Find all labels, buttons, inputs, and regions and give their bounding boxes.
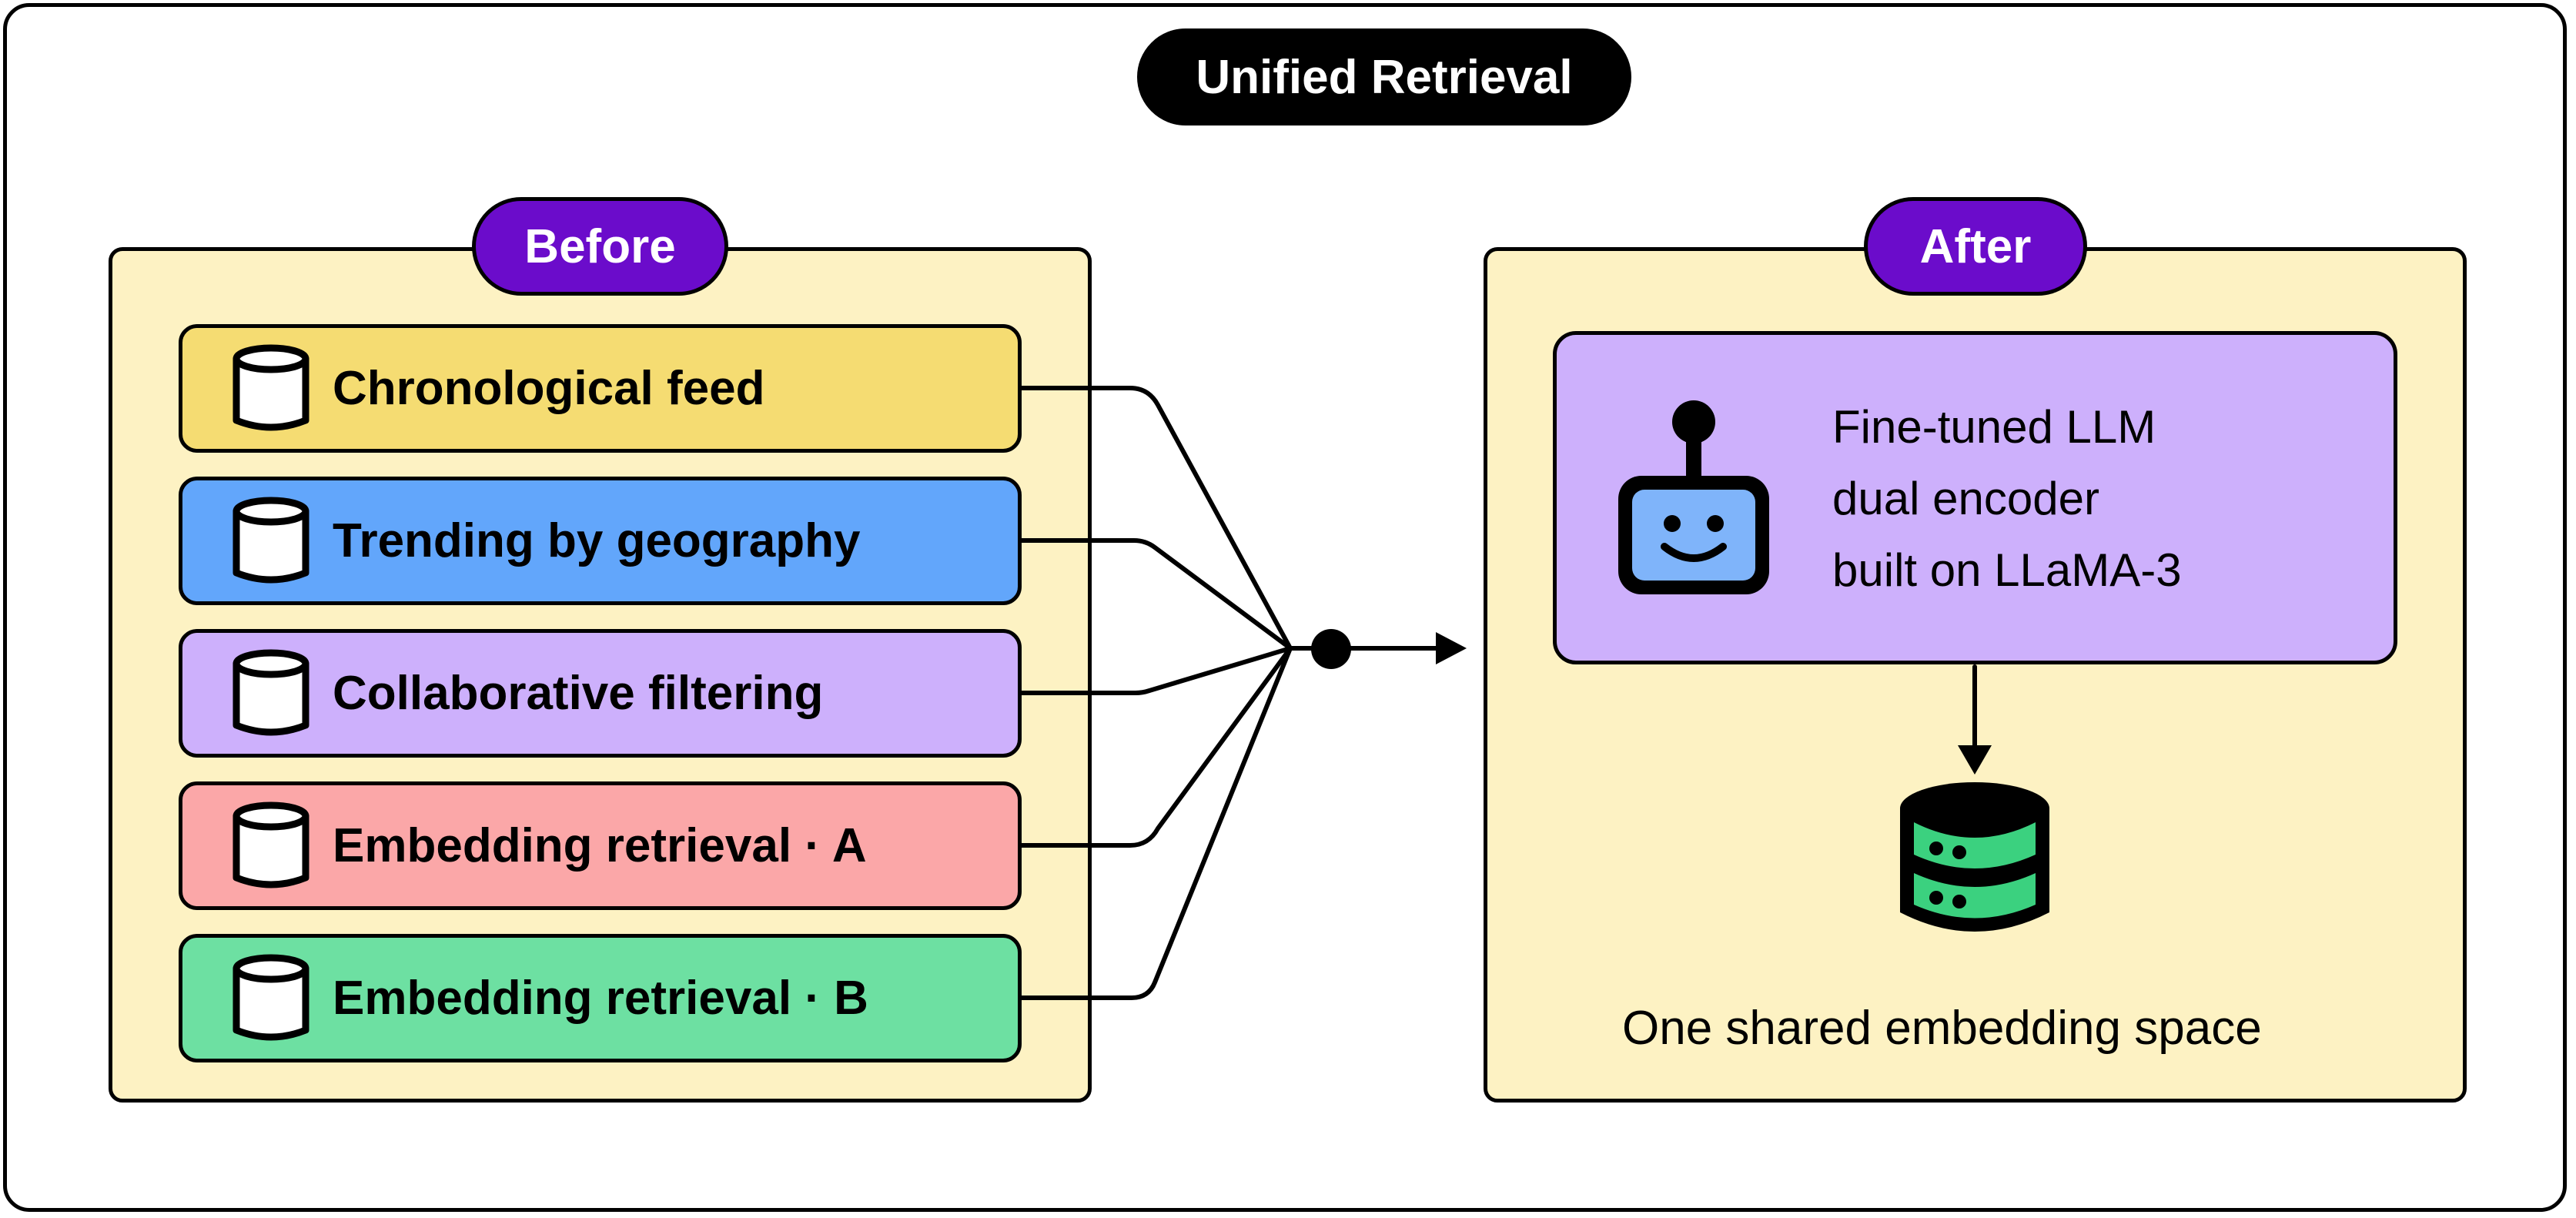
source-card-embedding-retrieval-b: Embedding retrieval · B [179, 934, 1022, 1062]
cylinder-icon [233, 344, 309, 431]
source-label: Collaborative filtering [333, 667, 824, 720]
source-label: Chronological feed [333, 362, 765, 415]
source-card-chronological-feed: Chronological feed [179, 324, 1022, 453]
source-label: Trending by geography [333, 514, 861, 567]
connector-line [1019, 386, 1293, 651]
source-label: Embedding retrieval · B [333, 972, 868, 1025]
after-label: After [1864, 197, 2087, 296]
cylinder-icon [233, 649, 309, 736]
database-icon [1900, 782, 2049, 932]
robot-icon [1618, 400, 1769, 594]
merge-arrowhead [1436, 632, 1467, 664]
connector-line [1019, 646, 1293, 848]
source-card-collaborative-filtering: Collaborative filtering [179, 629, 1022, 758]
model-to-db-arrowhead [1958, 745, 1992, 775]
after-caption: One shared embedding space [1622, 1002, 2262, 1055]
cylinder-icon [233, 801, 309, 888]
model-description-line: built on LLaMA-3 [1832, 544, 2182, 596]
connector-line [1019, 646, 1293, 695]
source-card-trending-by-geography: Trending by geography [179, 477, 1022, 605]
cylinder-icon [233, 954, 309, 1041]
cylinder-icon [233, 497, 309, 584]
model-description-line: Fine-tuned LLM [1832, 401, 2156, 453]
model-card [1553, 331, 2397, 664]
model-description-line: dual encoder [1832, 473, 2099, 524]
merge-node [1311, 629, 1351, 669]
connector-line [1019, 646, 1293, 1000]
before-label: Before [472, 197, 728, 296]
source-label: Embedding retrieval · A [333, 819, 867, 872]
source-card-embedding-retrieval-a: Embedding retrieval · A [179, 781, 1022, 910]
diagram-title: Unified Retrieval [1137, 28, 1631, 125]
connector-line [1019, 538, 1293, 651]
